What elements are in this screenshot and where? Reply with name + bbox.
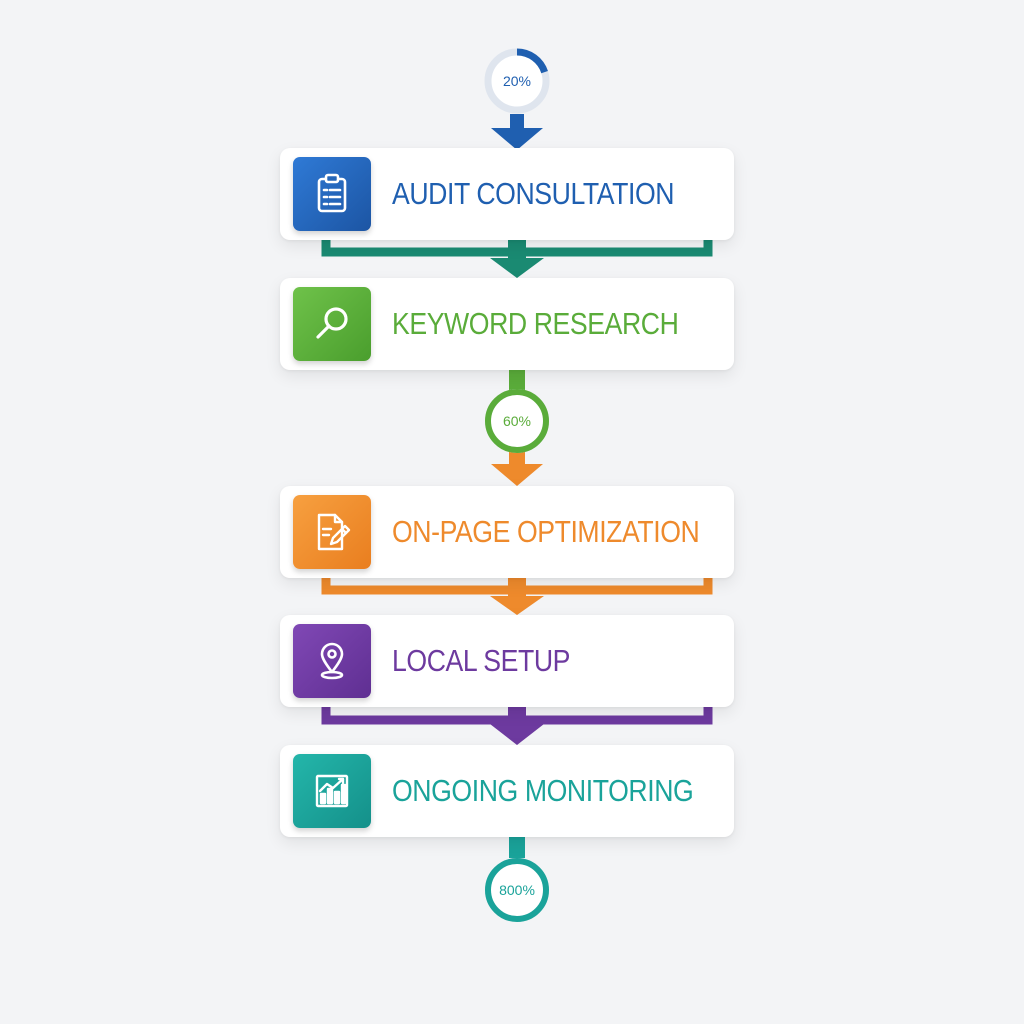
connector-stem: [508, 238, 526, 260]
connector-stem: [509, 836, 525, 858]
arrow-down: [490, 724, 544, 745]
connector-stem: [509, 452, 525, 466]
arrow-down: [490, 258, 544, 278]
progress-ring-end: 800%: [483, 856, 551, 924]
step-label: AUDIT CONSULTATION: [392, 176, 675, 211]
step-label: ONGOING MONITORING: [392, 773, 694, 808]
step-card-audit-consultation: AUDIT CONSULTATION: [280, 148, 734, 240]
step-card-on-page-optimization: ON-PAGE OPTIMIZATION: [280, 486, 734, 578]
step-label: LOCAL SETUP: [392, 643, 571, 678]
progress-label: 800%: [499, 882, 535, 898]
step-label: ON-PAGE OPTIMIZATION: [392, 514, 700, 549]
progress-label: 20%: [502, 73, 532, 89]
arrow-down: [491, 128, 543, 150]
connector-stem: [510, 114, 524, 132]
connector-stem: [508, 706, 526, 728]
connector-stem: [508, 576, 526, 598]
step-card-local-setup: LOCAL SETUP: [280, 615, 734, 707]
clipboard-list-icon: [293, 157, 371, 231]
step-label: KEYWORD RESEARCH: [392, 306, 679, 341]
bar-chart-trend-icon: [293, 754, 371, 828]
step-card-keyword-research: KEYWORD RESEARCH: [280, 278, 734, 370]
progress-label: 60%: [502, 413, 532, 429]
magnifier-icon: [293, 287, 371, 361]
document-pencil-icon: [293, 495, 371, 569]
connector-stem: [509, 370, 525, 390]
arrow-down: [491, 464, 543, 486]
step-card-ongoing-monitoring: ONGOING MONITORING: [280, 745, 734, 837]
progress-ring-middle: 60%: [483, 387, 551, 455]
progress-ring-start: 20%: [483, 47, 551, 115]
map-pin-icon: [293, 624, 371, 698]
arrow-down: [490, 596, 544, 615]
